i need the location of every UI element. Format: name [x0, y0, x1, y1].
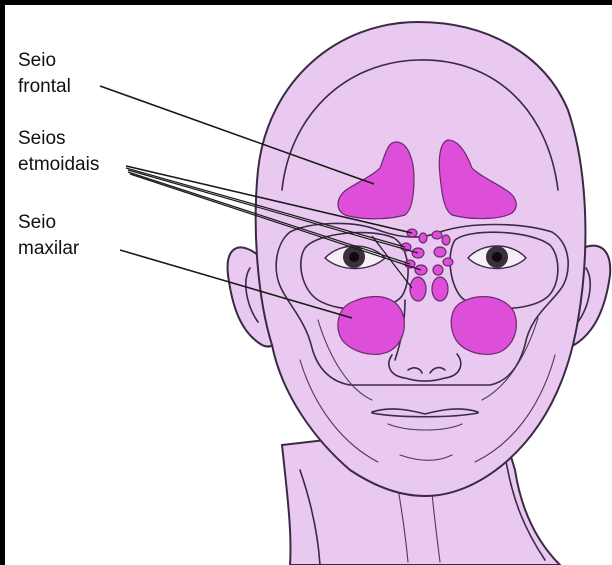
label-maxillary-line-2: maxilar	[18, 238, 80, 259]
label-frontal-line-1: Seio	[18, 50, 56, 71]
label-frontal-line-2: frontal	[18, 76, 71, 97]
label-maxillary-sinus: Seio maxilar	[18, 212, 80, 259]
head-outline	[256, 22, 586, 496]
label-maxillary-line-1: Seio	[18, 212, 56, 233]
maxillary-sinus-left	[338, 297, 404, 355]
label-frontal-sinus: Seio frontal	[18, 50, 71, 97]
label-ethmoid-sinuses: Seios etmoidais	[18, 128, 99, 175]
maxillary-sinus-right	[451, 297, 516, 355]
label-ethmoid-line-2: etmoidais	[18, 154, 99, 175]
label-ethmoid-line-1: Seios	[18, 128, 66, 149]
